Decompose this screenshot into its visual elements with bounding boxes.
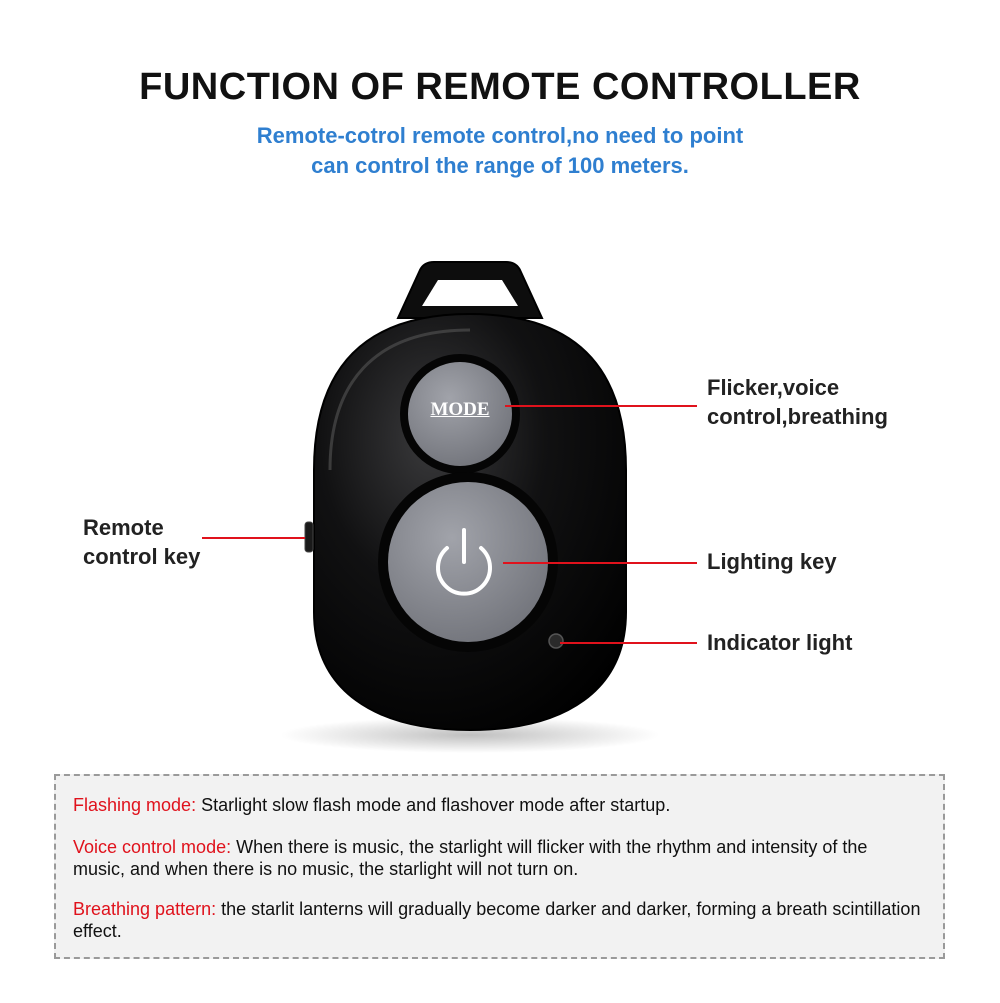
remote-key-callout-label: Remote control key xyxy=(83,513,200,571)
info-box: Flashing mode: Starlight slow flash mode… xyxy=(54,774,945,959)
lighting-key-callout-label: Lighting key xyxy=(707,549,837,574)
remote-callout-line-2: control key xyxy=(83,544,201,569)
subtitle-line-1: Remote-cotrol remote control,no need to … xyxy=(256,123,744,148)
power-icon xyxy=(436,528,492,596)
page-subtitle: Remote-cotrol remote control,no need to … xyxy=(0,121,1000,181)
info-text-breathing: the starlit lanterns will gradually beco… xyxy=(73,899,921,941)
mode-callout-line-1: Flicker,voice xyxy=(707,375,840,400)
info-text-flashing: Starlight slow flash mode and flashover … xyxy=(196,795,671,815)
mode-callout-label: Flicker,voice control,breathing xyxy=(707,373,888,431)
mode-callout-line-2: control,breathing xyxy=(707,404,888,429)
device-shadow xyxy=(280,717,660,753)
info-key-breathing: Breathing pattern: xyxy=(73,899,217,919)
remote-key-callout-line xyxy=(202,537,305,539)
page-title: FUNCTION OF REMOTE CONTROLLER xyxy=(139,66,861,108)
lighting-key-callout-line xyxy=(503,562,697,564)
info-item-flashing: Flashing mode: Starlight slow flash mode… xyxy=(73,794,923,816)
mode-button-label: MODE xyxy=(430,399,490,420)
subtitle-line-2: can control the range of 100 meters. xyxy=(311,153,689,178)
info-item-breathing: Breathing pattern: the starlit lanterns … xyxy=(73,898,923,942)
remote-controller-image xyxy=(280,261,660,753)
info-key-flashing: Flashing mode: xyxy=(73,795,197,815)
mode-button xyxy=(408,362,512,466)
indicator-light-led xyxy=(548,633,564,649)
indicator-callout-line xyxy=(560,642,697,644)
info-text-voice: When there is music, the starlight will … xyxy=(73,837,868,879)
mode-callout-line xyxy=(505,405,697,407)
lighting-key-button xyxy=(388,482,548,642)
info-item-voice: Voice control mode: When there is music,… xyxy=(73,836,923,880)
remote-callout-line-1: Remote xyxy=(83,515,164,540)
indicator-callout-label: Indicator light xyxy=(707,630,853,655)
info-key-voice: Voice control mode: xyxy=(73,837,232,857)
remote-control-side-key xyxy=(304,521,314,553)
